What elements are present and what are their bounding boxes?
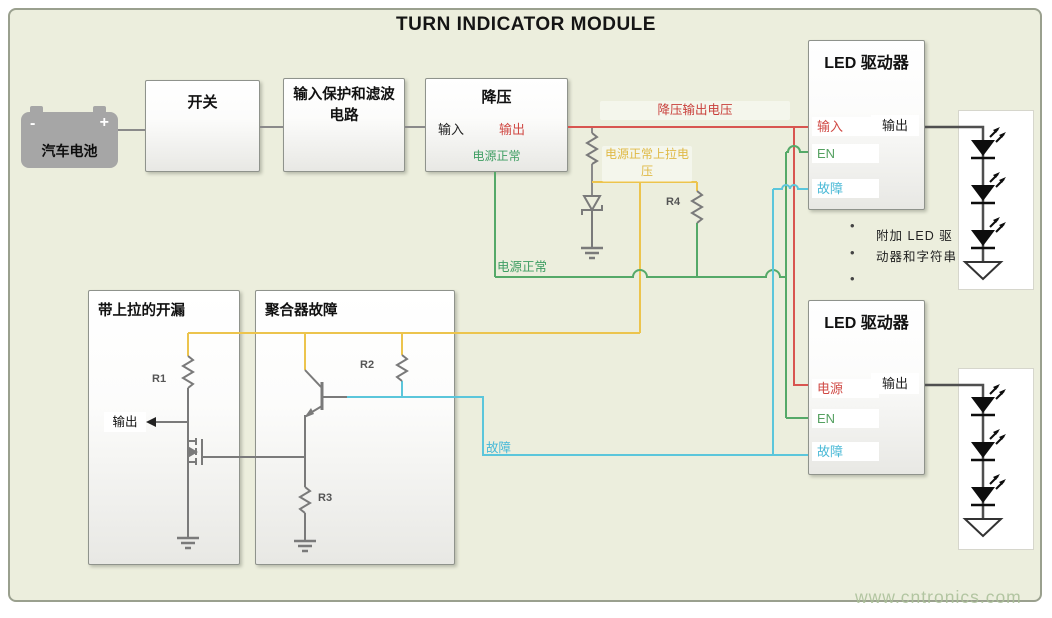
- driver2-pin-fault: 故障: [812, 442, 879, 461]
- ellipsis-dot: •: [850, 244, 855, 260]
- block-switch-title: 开关: [187, 94, 218, 111]
- driver2-pin-en: EN: [812, 409, 879, 428]
- driver1-pin-en: EN: [812, 144, 879, 163]
- driver1-pin-input: 输入: [812, 117, 879, 136]
- car-battery-icon: - + 汽车电池: [21, 106, 118, 168]
- buck-pin-input: 输入: [438, 122, 465, 137]
- open-drain-title: 带上拉的开漏: [98, 303, 185, 319]
- block-input-protection-title: 输入保护和滤波电路: [293, 87, 395, 125]
- note-additional-drivers: 附加 LED 驱动器和字符串: [876, 229, 958, 264]
- label-pg-pullup-voltage: 电源正常上拉电压: [602, 146, 692, 182]
- aggregator-title: 聚合器故障: [265, 303, 338, 319]
- page-title: TURN INDICATOR MODULE: [396, 14, 656, 35]
- more-drivers-ellipsis: • • •: [850, 218, 855, 286]
- ellipsis-dot: •: [850, 271, 855, 286]
- label-r1: R1: [152, 373, 167, 385]
- battery-terminal-neg: [30, 106, 43, 114]
- battery-plus-sign: +: [99, 114, 109, 131]
- block-input-protection: 输入保护和滤波电路: [283, 78, 405, 172]
- driver2-pin-power: 电源: [812, 379, 879, 398]
- buck-pin-output: 输出: [499, 122, 526, 137]
- open-drain-output-label: 输出: [104, 412, 146, 432]
- led-string-box-bottom: [958, 368, 1034, 550]
- driver2-pin-output: 输出: [871, 373, 919, 394]
- buck-pin-power-good: 电源正常: [472, 149, 521, 163]
- label-r3: R3: [318, 492, 333, 504]
- label-buck-output-voltage: 降压输出电压: [600, 101, 790, 120]
- block-buck: 降压 输入 输出 电源正常: [425, 78, 568, 172]
- label-fault: 故障: [486, 441, 512, 455]
- block-led-driver-top: LED 驱动器 输入 EN 故障 输出: [808, 40, 925, 210]
- block-buck-title: 降压: [481, 89, 512, 106]
- ellipsis-dot: •: [850, 218, 855, 233]
- driver1-pin-output: 输出: [871, 115, 919, 136]
- led-string-box-top: [958, 110, 1034, 290]
- label-r4: R4: [666, 196, 681, 208]
- block-aggregator-fault: 聚合器故障: [255, 290, 455, 565]
- led-driver-top-title: LED 驱动器: [824, 55, 909, 72]
- battery-minus-sign: -: [30, 115, 36, 132]
- label-power-good: 电源正常: [497, 260, 548, 274]
- battery-label: 汽车电池: [41, 143, 98, 159]
- watermark: www.cntronics.com: [855, 587, 1022, 607]
- led-driver-bottom-title: LED 驱动器: [824, 315, 909, 332]
- battery-terminal-pos: [93, 106, 106, 114]
- driver1-pin-fault: 故障: [812, 179, 879, 198]
- block-switch: 开关: [145, 80, 260, 172]
- block-led-driver-bottom: LED 驱动器 电源 EN 故障 输出: [808, 300, 925, 475]
- label-r2: R2: [360, 359, 375, 371]
